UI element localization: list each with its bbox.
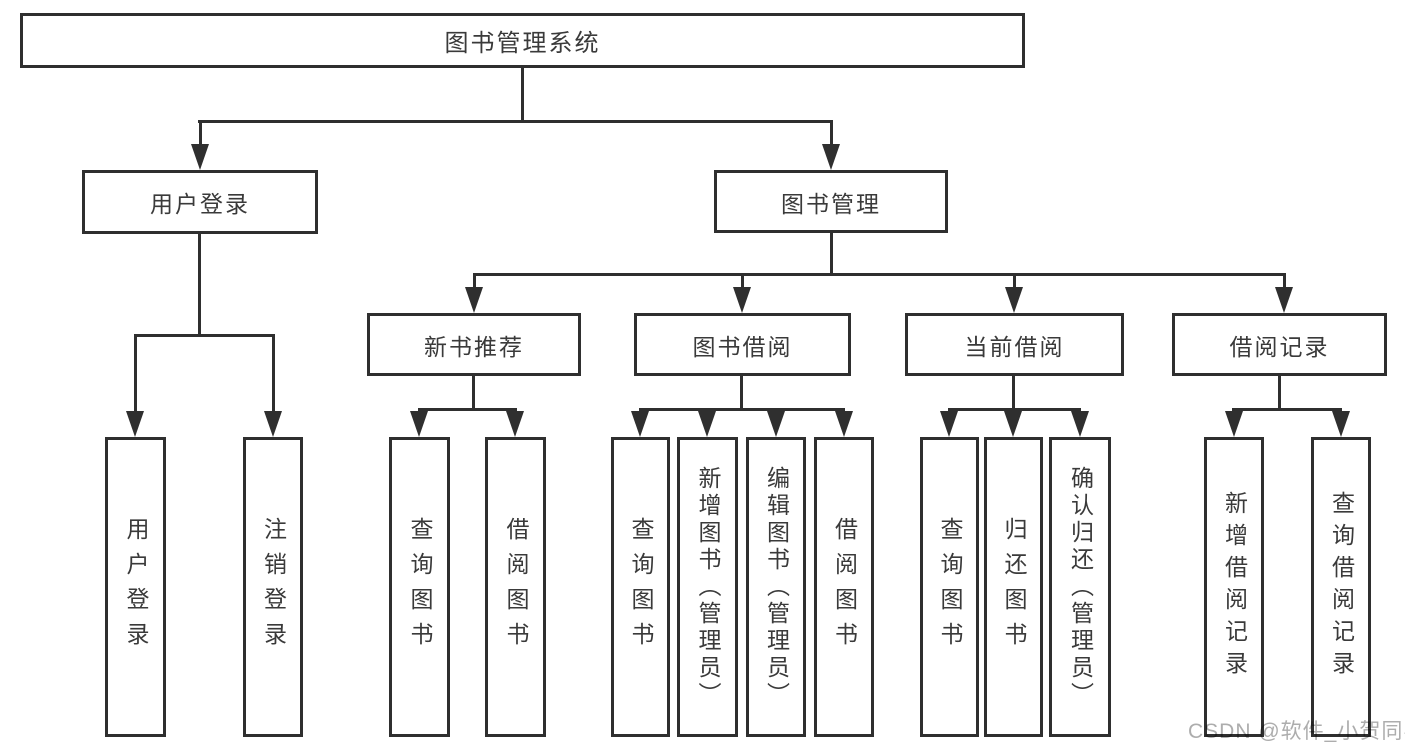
node-book-borrowing: 图书借阅	[634, 313, 851, 376]
connector-line	[272, 334, 275, 413]
leaf-logout-label: 注销登录	[260, 517, 287, 657]
connector-arrow	[410, 411, 428, 437]
node-library-system: 图书管理系统	[20, 13, 1025, 68]
leaf-add-borrow-record-label: 新增借阅记录	[1221, 491, 1248, 683]
connector-arrow	[264, 411, 282, 437]
leaf-query-books-borrowing: 查询图书	[611, 437, 670, 737]
leaf-query-books-recommend: 查询图书	[389, 437, 450, 737]
connector-line	[1013, 273, 1016, 289]
node-user-login-label: 用户登录	[150, 191, 250, 217]
leaf-confirm-return-admin-label: 确认归还（管理员）	[1067, 465, 1094, 709]
csdn-watermark: CSDN @软件_小贺同学	[1188, 720, 1405, 743]
node-user-login: 用户登录	[82, 170, 318, 234]
leaf-user-login: 用户登录	[105, 437, 166, 737]
leaf-borrow-books-borrowing-label: 借阅图书	[831, 517, 858, 657]
connector-line	[521, 68, 524, 120]
connector-line	[1283, 273, 1286, 289]
connector-arrow	[1332, 411, 1350, 437]
connector-arrow	[835, 411, 853, 437]
connector-line	[948, 408, 1081, 411]
leaf-query-books-current-label: 查询图书	[937, 517, 963, 657]
leaf-borrow-books-recommend-label: 借阅图书	[503, 517, 529, 657]
connector-arrow	[698, 411, 716, 437]
node-new-book-recommend: 新书推荐	[367, 313, 581, 376]
leaf-add-borrow-record: 新增借阅记录	[1204, 437, 1264, 737]
leaf-logout: 注销登录	[243, 437, 303, 737]
leaf-query-books-borrowing-label: 查询图书	[628, 517, 654, 657]
connector-line	[199, 120, 202, 148]
leaf-add-book-admin-label: 新增图书（管理员）	[695, 465, 721, 709]
leaf-query-books-recommend-label: 查询图书	[407, 517, 433, 657]
leaf-borrow-books-recommend: 借阅图书	[485, 437, 546, 737]
connector-arrow	[191, 144, 209, 170]
leaf-confirm-return-admin: 确认归还（管理员）	[1049, 437, 1111, 737]
connector-line	[1232, 408, 1342, 411]
leaf-return-book-label: 归还图书	[1001, 517, 1027, 657]
connector-arrow	[1005, 287, 1023, 313]
connector-line	[134, 334, 275, 337]
node-current-borrowing: 当前借阅	[905, 313, 1124, 376]
leaf-query-books-current: 查询图书	[920, 437, 979, 737]
node-current-borrowing-label: 当前借阅	[964, 333, 1065, 360]
node-library-system-label: 图书管理系统	[444, 30, 601, 57]
leaf-query-borrow-record: 查询借阅记录	[1311, 437, 1371, 737]
leaf-query-borrow-record-label: 查询借阅记录	[1328, 491, 1355, 683]
leaf-borrow-books-borrowing: 借阅图书	[814, 437, 874, 737]
leaf-return-book: 归还图书	[984, 437, 1043, 737]
connector-arrow	[126, 411, 144, 437]
connector-arrow	[733, 287, 751, 313]
connector-arrow	[822, 144, 840, 170]
connector-arrow	[1225, 411, 1243, 437]
connector-line	[418, 408, 517, 411]
connector-line	[198, 120, 832, 123]
connector-line	[741, 273, 744, 289]
leaf-user-login-label: 用户登录	[123, 517, 149, 657]
node-book-management: 图书管理	[714, 170, 948, 233]
leaf-edit-book-admin: 编辑图书（管理员）	[746, 437, 806, 737]
connector-line	[1278, 376, 1281, 408]
connector-arrow	[1004, 411, 1022, 437]
connector-line	[639, 408, 845, 411]
connector-line	[473, 273, 476, 289]
connector-arrow	[940, 411, 958, 437]
connector-arrow	[1275, 287, 1293, 313]
connector-line	[472, 376, 475, 408]
connector-line	[134, 334, 137, 413]
connector-arrow	[767, 411, 785, 437]
connector-line	[830, 233, 833, 273]
connector-line	[740, 376, 743, 408]
node-new-book-recommend-label: 新书推荐	[424, 333, 524, 360]
leaf-edit-book-admin-label: 编辑图书（管理员）	[763, 465, 790, 709]
node-book-borrowing-label: 图书借阅	[692, 333, 793, 360]
connector-line	[1012, 376, 1015, 408]
node-book-management-label: 图书管理	[781, 190, 881, 217]
connector-line	[473, 273, 1286, 276]
leaf-add-book-admin: 新增图书（管理员）	[677, 437, 738, 737]
connector-arrow	[631, 411, 649, 437]
connector-arrow	[1071, 411, 1089, 437]
connector-line	[830, 120, 833, 148]
connector-arrow	[506, 411, 524, 437]
connector-arrow	[465, 287, 483, 313]
node-borrowing-records-label: 借阅记录	[1229, 333, 1330, 360]
connector-line	[198, 234, 201, 334]
node-borrowing-records: 借阅记录	[1172, 313, 1387, 376]
